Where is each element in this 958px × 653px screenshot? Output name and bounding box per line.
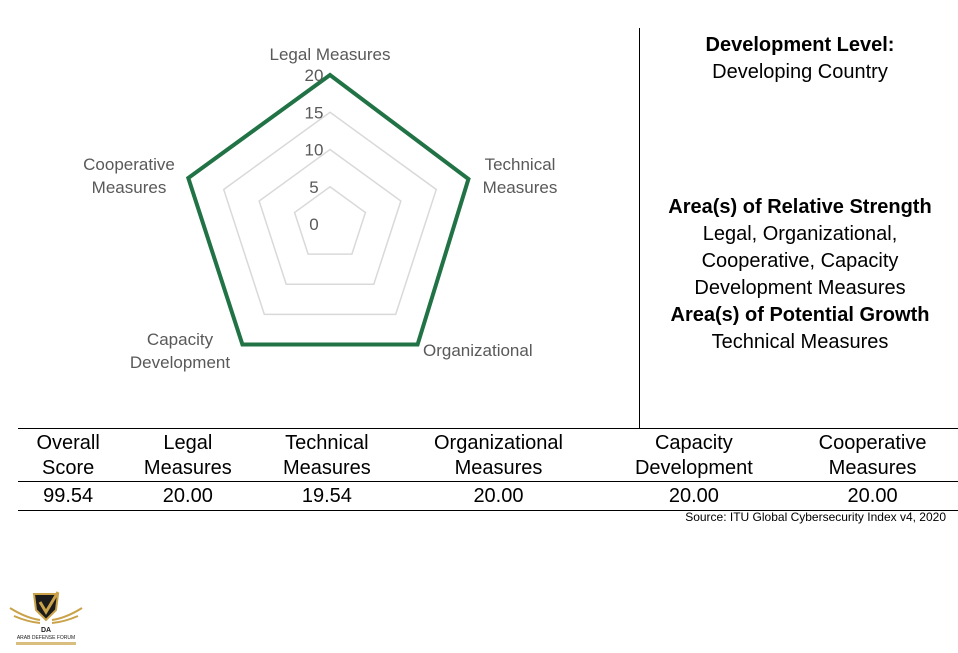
column-header-line: Measures — [787, 456, 958, 481]
logo: DA ARAB DEFENSE FORUM — [6, 588, 86, 648]
r-tick-label: 0 — [309, 215, 318, 234]
score-value: 20.00 — [396, 482, 600, 511]
strength-title: Area(s) of Relative Strength — [640, 194, 958, 221]
dev-title: Development Level: — [640, 32, 958, 59]
column-header-line: Development — [601, 456, 788, 481]
score-value: 20.00 — [118, 482, 257, 511]
svg-text:ARAB DEFENSE FORUM: ARAB DEFENSE FORUM — [17, 635, 75, 641]
column-header-line: Overall — [18, 431, 118, 456]
axis-label-organizational: Organizational — [423, 341, 533, 360]
score-value: 20.00 — [787, 482, 958, 511]
column-header-line: Legal — [118, 431, 257, 456]
grid-ring — [295, 187, 366, 254]
grid-ring — [259, 150, 401, 285]
radar-chart: 0 5 10 15 20 Legal Measures Technical Measur… — [0, 0, 640, 420]
axis-label-cooperative-2: Measures — [92, 178, 167, 197]
r-tick-label: 20 — [305, 66, 324, 85]
strength-line: Development Measures — [640, 275, 958, 302]
score-value: 19.54 — [257, 482, 396, 511]
column-header-line: Capacity — [601, 431, 788, 456]
r-tick-label: 15 — [305, 103, 324, 122]
score-value: 20.00 — [601, 482, 788, 511]
dev-value: Developing Country — [640, 59, 958, 86]
axis-label-legal: Legal Measures — [270, 45, 391, 64]
score-value: 99.54 — [18, 482, 118, 511]
column-header-line: Organizational — [396, 431, 600, 456]
strength-line: Legal, Organizational, — [640, 221, 958, 248]
svg-text:DA: DA — [41, 627, 51, 634]
strength-line: Cooperative, Capacity — [640, 248, 958, 275]
column-header-line: Measures — [396, 456, 600, 481]
strength-section: Area(s) of Relative Strength Legal, Orga… — [640, 194, 958, 356]
axis-label-capacity-1: Capacity — [147, 330, 214, 349]
column-header-line: Technical — [257, 431, 396, 456]
column-header-line: Measures — [257, 456, 396, 481]
axis-label-capacity-2: Development — [130, 353, 230, 372]
growth-title: Area(s) of Potential Growth — [640, 302, 958, 329]
source-note: Source: ITU Global Cybersecurity Index v… — [685, 510, 946, 524]
development-level: Development Level: Developing Country — [640, 32, 958, 86]
column-header-line: Score — [18, 456, 118, 481]
column-header-line: Measures — [118, 456, 257, 481]
growth-value: Technical Measures — [640, 329, 958, 356]
axis-label-technical-2: Measures — [483, 178, 558, 197]
axis-label-cooperative-1: Cooperative — [83, 155, 175, 174]
r-tick-label: 5 — [309, 178, 318, 197]
r-tick-label: 10 — [305, 141, 324, 160]
axis-label-technical-1: Technical — [485, 155, 556, 174]
column-header-line: Cooperative — [787, 431, 958, 456]
